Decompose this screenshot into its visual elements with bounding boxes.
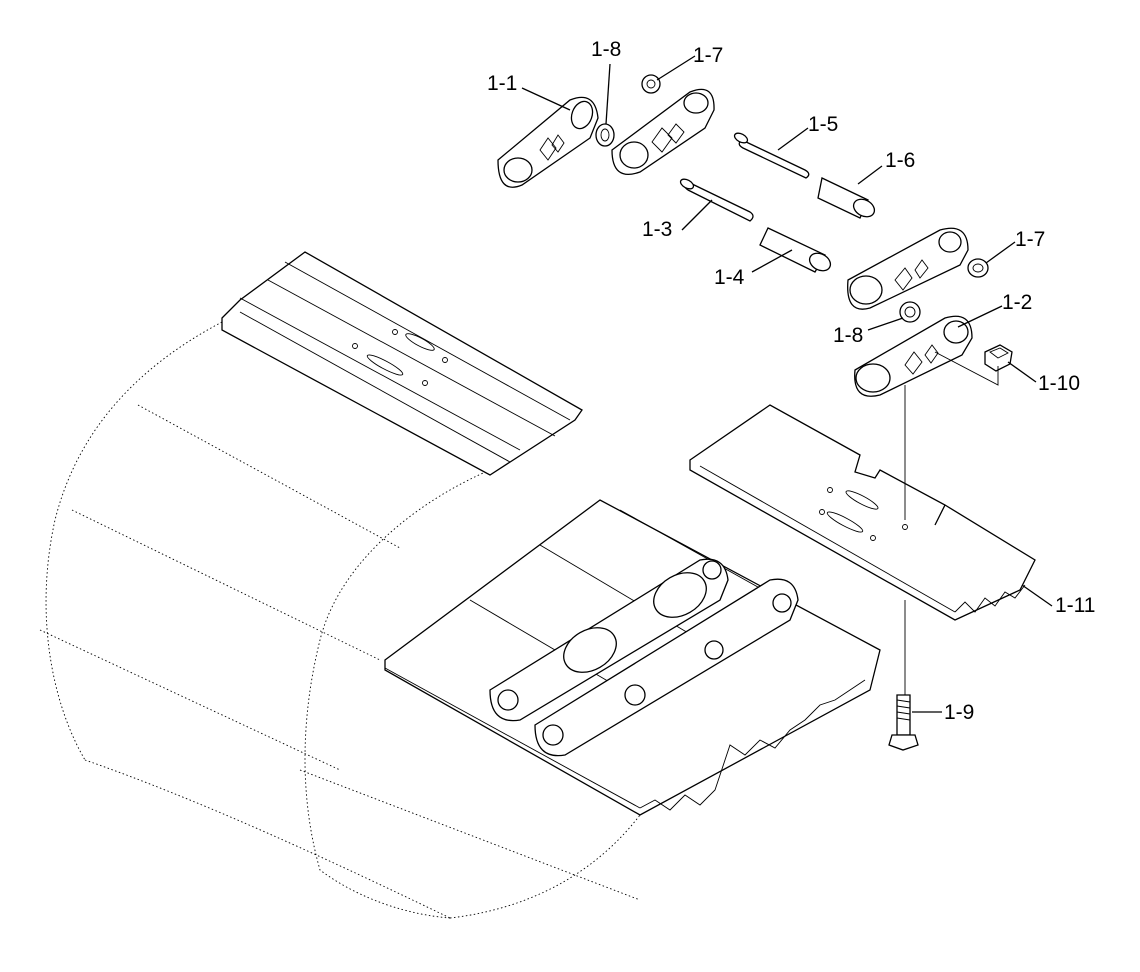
assembled-track-chain xyxy=(384,499,881,816)
label-1-6: 1-6 xyxy=(885,149,915,172)
label-1-1: 1-1 xyxy=(487,72,517,95)
leader-lines xyxy=(521,55,1053,713)
link-upper xyxy=(611,88,715,176)
upper-track-shoe xyxy=(221,251,583,476)
bushing-1-4 xyxy=(759,227,832,273)
seal-1-7-top xyxy=(641,74,661,94)
label-1-5: 1-5 xyxy=(808,113,838,136)
label-1-7-top: 1-7 xyxy=(693,44,723,67)
track-shoe-1-11 xyxy=(689,404,1036,621)
bolt-1-9 xyxy=(888,694,919,751)
label-1-4: 1-4 xyxy=(714,266,745,289)
label-1-11: 1-11 xyxy=(1055,594,1095,617)
seal-1-7-right xyxy=(967,258,989,278)
pin-1-3 xyxy=(679,178,754,222)
pin-1-5 xyxy=(733,132,810,179)
seal-1-8-right xyxy=(899,301,921,323)
label-1-7-right: 1-7 xyxy=(1015,228,1045,251)
bushing-1-6 xyxy=(817,177,876,219)
assembly-centerlines xyxy=(904,351,999,695)
link-1-1 xyxy=(497,96,599,188)
label-1-10: 1-10 xyxy=(1038,372,1080,395)
label-1-8-top: 1-8 xyxy=(591,38,621,61)
link-1-2-pair xyxy=(847,227,973,397)
label-1-9: 1-9 xyxy=(944,701,974,724)
track-belt-outline xyxy=(39,321,641,919)
label-1-3: 1-3 xyxy=(642,218,672,241)
label-1-8-right: 1-8 xyxy=(833,324,863,347)
label-1-2: 1-2 xyxy=(1002,291,1032,314)
nut-1-10 xyxy=(984,344,1013,372)
part-labels: 1-1 1-8 1-7 1-5 1-6 1-3 1-4 1-7 1-2 1-8 … xyxy=(487,38,1095,724)
seal-1-8-top xyxy=(595,123,615,147)
